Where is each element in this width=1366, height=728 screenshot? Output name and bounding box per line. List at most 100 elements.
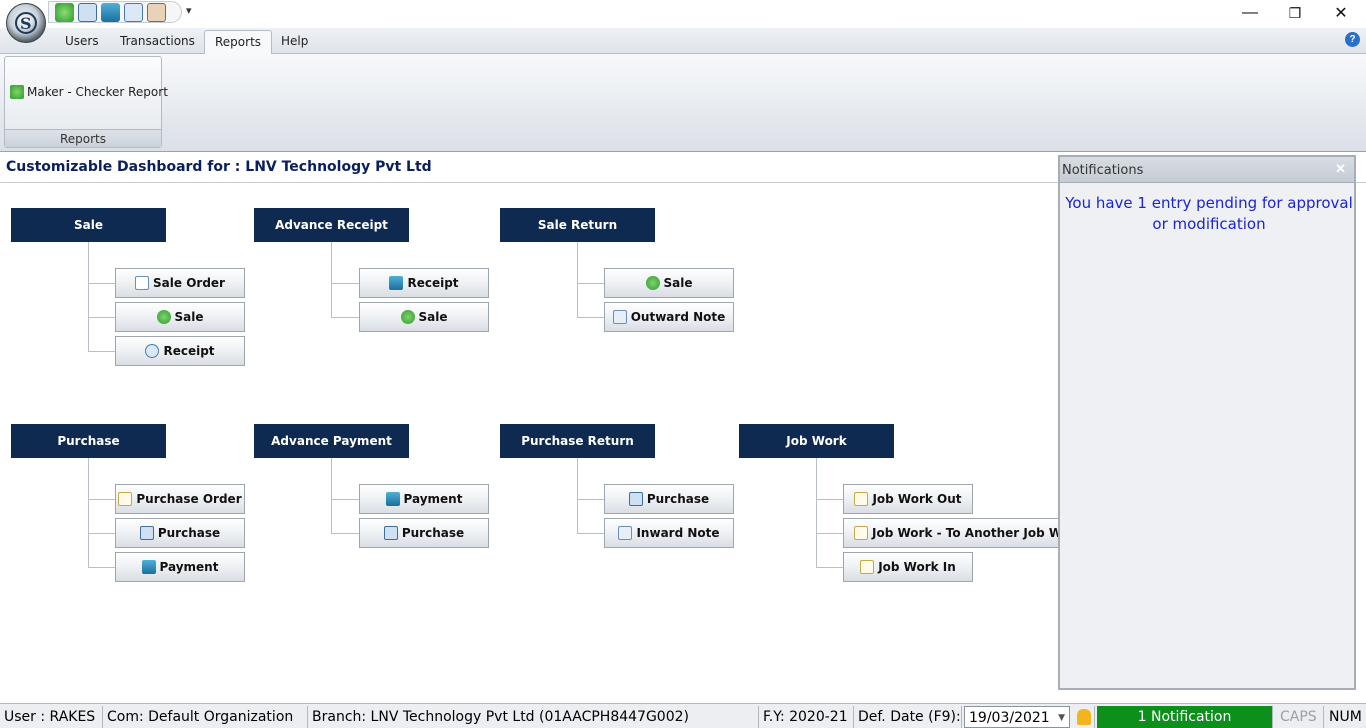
status-default-date-label: Def. Date (F9): <box>854 706 962 728</box>
note-icon <box>618 526 633 540</box>
connector-line <box>816 458 817 567</box>
connector-line <box>331 499 359 500</box>
connector-line <box>816 533 843 534</box>
notifications-header: Notifications ✕ <box>1060 157 1354 183</box>
user-icon[interactable] <box>147 2 166 22</box>
close-icon[interactable]: ✕ <box>1335 161 1346 176</box>
advance-receipt-receipt-button[interactable]: Receipt <box>359 268 489 298</box>
chevron-down-icon: ▼ <box>1058 713 1065 723</box>
button-label: Receipt <box>163 344 215 358</box>
group-header-sale[interactable]: Sale <box>11 208 166 242</box>
button-label: Sale <box>418 310 448 324</box>
connector-line <box>88 533 115 534</box>
group-header-purchase[interactable]: Purchase <box>11 424 166 458</box>
connector-line <box>577 499 604 500</box>
group-header-purchase-return[interactable]: Purchase Return <box>500 424 655 458</box>
purchase-order-button[interactable]: Purchase Order <box>115 484 245 514</box>
connector-line <box>816 499 843 500</box>
default-date-picker[interactable]: 19/03/2021 ▼ <box>964 706 1070 728</box>
button-label: Sale <box>663 276 693 290</box>
cart-icon <box>383 526 398 540</box>
outward-note-button[interactable]: Outward Note <box>604 302 734 332</box>
status-bar: User : RAKES Com: Default Organization B… <box>0 703 1366 728</box>
ribbon-panel: Maker - Checker Report Reports <box>0 54 1366 152</box>
payment-icon[interactable] <box>101 2 120 22</box>
notification-message[interactable]: You have 1 entry pending for approval or… <box>1065 194 1353 233</box>
button-label: Outward Note <box>630 310 726 324</box>
group-header-advance-receipt[interactable]: Advance Receipt <box>254 208 409 242</box>
tab-users[interactable]: Users <box>65 34 99 48</box>
payment-button[interactable]: Payment <box>115 552 245 582</box>
button-label: Sale Order <box>153 276 225 290</box>
notifications-panel: Notifications ✕ You have 1 entry pending… <box>1058 155 1356 690</box>
group-header-job-work[interactable]: Job Work <box>739 424 894 458</box>
button-label: Sale <box>174 310 204 324</box>
application-menu-button[interactable]: S <box>6 3 46 43</box>
tab-help[interactable]: Help <box>281 34 309 48</box>
ribbon-group-reports: Maker - Checker Report Reports <box>4 56 168 148</box>
tab-reports[interactable]: Reports <box>204 30 273 54</box>
payment-card-icon <box>385 492 400 506</box>
sale-order-button[interactable]: Sale Order <box>115 268 245 298</box>
connector-line <box>816 567 843 568</box>
status-financial-year: F.Y: 2020-21 <box>759 706 854 728</box>
connector-line <box>88 499 115 500</box>
button-label: Receipt <box>407 276 459 290</box>
button-label: Job Work Out <box>872 492 962 506</box>
status-branch: Branch: LNV Technology Pvt Ltd (01AACPH8… <box>308 706 759 728</box>
tab-transactions[interactable]: Transactions <box>120 34 195 48</box>
edit-icon <box>860 560 875 574</box>
purchase-return-purchase-button[interactable]: Purchase <box>604 484 734 514</box>
purchase-icon[interactable] <box>78 2 97 22</box>
inward-note-button[interactable]: Inward Note <box>604 518 734 548</box>
job-work-out-button[interactable]: Job Work Out <box>843 484 973 514</box>
dashboard-title: Customizable Dashboard for : LNV Technol… <box>6 159 432 175</box>
maximize-button[interactable]: ❐ <box>1288 4 1302 21</box>
connector-line <box>88 317 115 318</box>
job-work-to-another-job-worker-button[interactable]: Job Work - To Another Job Worker <box>843 518 1058 548</box>
connector-line <box>577 458 578 533</box>
button-label: Inward Note <box>636 526 720 540</box>
button-label: Purchase Order <box>136 492 242 506</box>
advance-payment-purchase-button[interactable]: Purchase <box>359 518 489 548</box>
button-label: Payment <box>403 492 463 506</box>
cart-icon <box>139 526 154 540</box>
advance-payment-payment-button[interactable]: Payment <box>359 484 489 514</box>
purchase-button[interactable]: Purchase <box>115 518 245 548</box>
edit-icon <box>118 492 133 506</box>
payment-card-icon <box>389 276 404 290</box>
group-header-sale-return[interactable]: Sale Return <box>500 208 655 242</box>
receipt-button[interactable]: Receipt <box>115 336 245 366</box>
connector-line <box>88 351 115 352</box>
payment-card-icon <box>141 560 156 574</box>
connector-line <box>88 283 115 284</box>
notification-count-badge[interactable]: 1 Notification <box>1097 706 1273 728</box>
group-header-advance-payment[interactable]: Advance Payment <box>254 424 409 458</box>
connector-line <box>88 242 89 351</box>
edit-icon <box>854 492 869 506</box>
job-work-in-button[interactable]: Job Work In <box>843 552 973 582</box>
button-label: Purchase <box>157 526 221 540</box>
connector-line <box>577 283 604 284</box>
customize-toolbar-icon[interactable]: ▾ <box>186 5 192 17</box>
sale-button[interactable]: Sale <box>115 302 245 332</box>
minimize-button[interactable]: — <box>1242 4 1258 21</box>
ribbon-tab-bar: Users Transactions Reports Help ? <box>0 28 1366 54</box>
close-button[interactable]: ✕ <box>1334 5 1348 22</box>
connector-line <box>88 567 115 568</box>
help-icon[interactable]: ? <box>1345 32 1360 47</box>
maker-checker-report-button[interactable]: Maker - Checker Report <box>10 85 168 99</box>
bell-icon[interactable] <box>1074 706 1095 728</box>
button-label: Job Work In <box>878 560 956 574</box>
advance-receipt-sale-button[interactable]: Sale <box>359 302 489 332</box>
cart-icon <box>628 492 643 506</box>
app-logo-icon: S <box>15 12 37 34</box>
title-bar: S ▾ — ❐ ✕ <box>0 0 1366 43</box>
receipt-icon[interactable] <box>124 2 143 22</box>
status-company: Com: Default Organization <box>103 706 308 728</box>
connector-line <box>331 317 359 318</box>
sale-icon[interactable] <box>55 2 74 22</box>
sale-return-sale-button[interactable]: Sale <box>604 268 734 298</box>
button-label: Job Work - To Another Job Worker <box>872 526 1058 540</box>
maker-checker-report-label: Maker - Checker Report <box>27 85 168 99</box>
